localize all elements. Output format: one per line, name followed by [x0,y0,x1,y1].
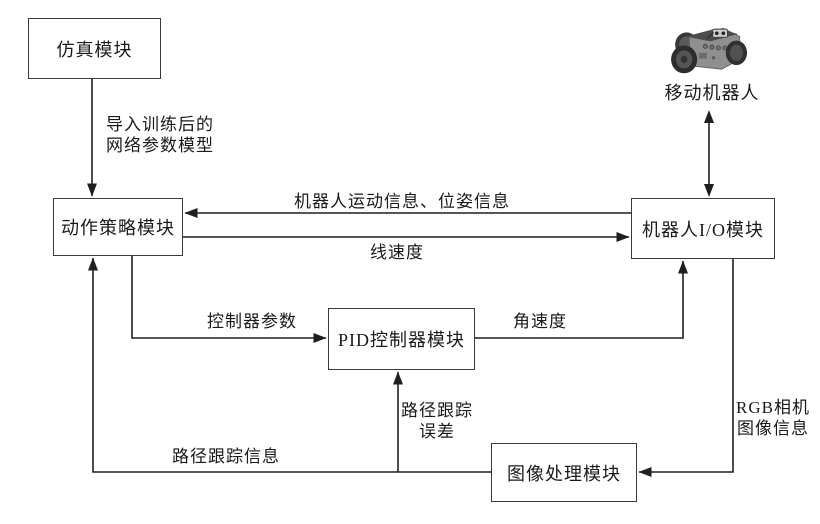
robot-io-module-box: 机器人I/O模块 [631,198,775,259]
linear-velocity-label: 线速度 [370,243,424,262]
angular-velocity-label: 角速度 [513,312,567,331]
action-policy-module-box: 动作策略模块 [53,198,183,256]
pid-controller-module-label: PID控制器模块 [337,330,465,350]
path-tracking-error-label: 路径跟踪 误差 [401,400,473,442]
path-tracking-info-label: 路径跟踪信息 [172,447,280,466]
rgb-camera-info-label-line1: RGB相机 [736,398,810,417]
import-trained-model-label-line2: 网络参数模型 [106,136,214,155]
import-trained-model-label-line1: 导入训练后的 [106,115,214,134]
action-policy-module-label: 动作策略模块 [61,218,175,238]
image-processing-module-label: 图像处理模块 [507,463,621,484]
motion-pose-info-label: 机器人运动信息、位姿信息 [294,192,510,211]
arrow-pid-to-robot-io-angular-velocity [474,260,688,339]
pid-controller-module-box: PID控制器模块 [328,308,475,370]
controller-params-label: 控制器参数 [207,312,297,331]
rgb-camera-info-label-line2: 图像信息 [737,419,809,438]
mobile-robot-label: 移动机器人 [664,83,760,103]
simulation-module-box: 仿真模块 [28,18,161,79]
path-tracking-error-label-line1: 路径跟踪 [401,401,473,420]
arrow-action-policy-to-pid-controller-params [131,256,327,343]
robot-io-module-label: 机器人I/O模块 [642,219,764,240]
arrow-robot-io-to-image-processing-rgb [638,259,734,477]
simulation-module-label: 仿真模块 [56,39,133,60]
arrow-image-processing-to-action-policy-tracking-info [88,257,491,473]
mobile-robot-image [671,27,748,74]
image-processing-module-box: 图像处理模块 [491,443,637,502]
rgb-camera-info-label: RGB相机 图像信息 [736,397,810,439]
import-trained-model-label: 导入训练后的 网络参数模型 [106,114,214,156]
arrow-robot-io-mobile-robot-bidirectional [704,110,714,197]
path-tracking-error-label-line2: 误差 [419,422,455,441]
